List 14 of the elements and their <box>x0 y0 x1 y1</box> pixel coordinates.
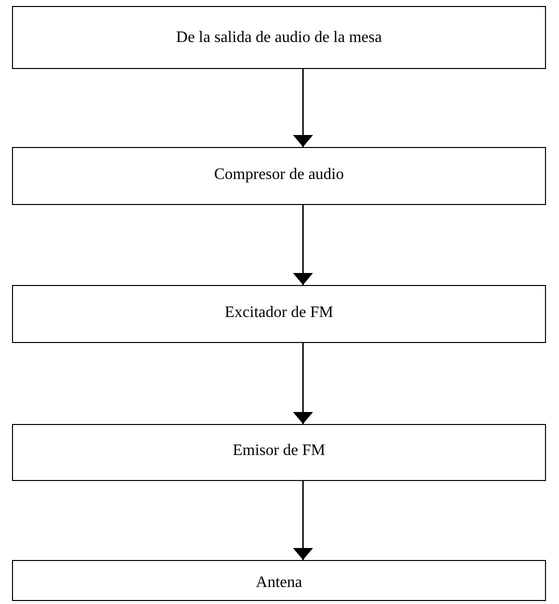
arrow <box>293 481 313 560</box>
box-label: Emisor de FM <box>232 441 326 460</box>
process-box <box>12 285 546 343</box>
process-box <box>12 424 546 481</box>
process-box <box>12 6 546 69</box>
arrow <box>293 205 313 285</box>
box-label: Compresor de audio <box>214 165 344 184</box>
arrow <box>293 343 313 424</box>
box-label: De la salida de audio de la mesa <box>176 28 382 48</box>
process-box <box>12 560 546 601</box>
box-label: Antena <box>256 573 302 592</box>
arrow <box>293 69 313 147</box>
process-box <box>12 147 546 205</box>
box-label: Excitador de FM <box>224 303 334 322</box>
